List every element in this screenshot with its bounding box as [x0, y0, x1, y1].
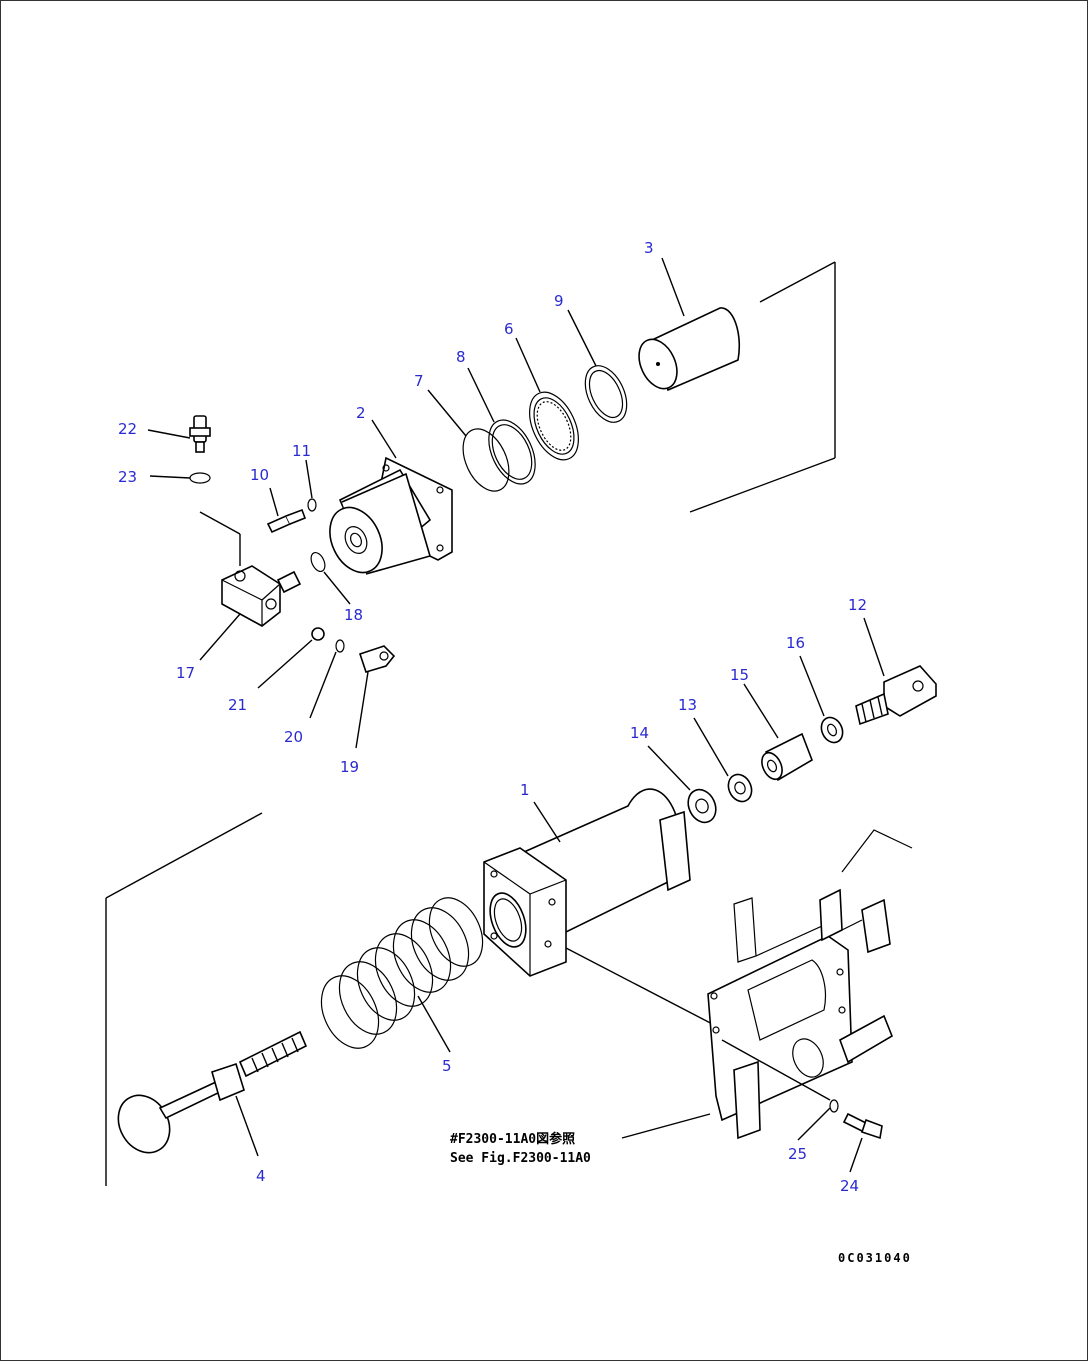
part-19-fitting — [358, 645, 396, 673]
callout-12: 12 — [848, 596, 867, 614]
part-23-o-ring — [189, 472, 211, 484]
part-10-bolt — [266, 508, 307, 534]
callout-7: 7 — [414, 372, 424, 390]
callout-4: 4 — [256, 1167, 266, 1185]
callout-22: 22 — [118, 420, 137, 438]
part-16-nut — [820, 716, 844, 744]
part-8-ring — [488, 419, 536, 485]
part-24-bolt — [842, 1112, 883, 1140]
leader-lines — [147, 257, 885, 1173]
callout-8: 8 — [456, 348, 466, 366]
callout-17: 17 — [176, 664, 195, 682]
bracket-assembly — [707, 829, 913, 1140]
part-5-spring — [320, 897, 484, 1049]
part-3-cylinder — [638, 307, 741, 392]
callout-2: 2 — [356, 404, 366, 422]
callout-25: 25 — [788, 1145, 807, 1163]
drawing-code: 0C031040 — [838, 1251, 912, 1265]
callout-13: 13 — [678, 696, 697, 714]
part-15-sleeve — [761, 732, 813, 782]
part-17-valve-block — [199, 511, 302, 627]
callout-9: 9 — [554, 292, 564, 310]
callout-19: 19 — [340, 758, 359, 776]
part-4-rod — [117, 1030, 308, 1154]
callout-18: 18 — [344, 606, 363, 624]
callout-24: 24 — [840, 1177, 859, 1195]
lower-reference-lines — [105, 812, 263, 1186]
part-12-clevis — [855, 665, 937, 726]
callout-11: 11 — [292, 442, 311, 460]
callout-23: 23 — [118, 468, 137, 486]
part-11-washer — [307, 498, 317, 512]
part-7-ring — [462, 428, 510, 492]
part-6-ring — [529, 391, 579, 461]
callout-labels: 3 9 6 8 7 2 22 23 11 10 18 17 21 20 19 1… — [118, 239, 867, 1195]
part-13-nut — [727, 773, 753, 803]
reference-note-japanese: #F2300-11A0図参照 — [450, 1131, 575, 1147]
reference-note: #F2300-11A0図参照 See Fig.F2300-11A0 — [450, 1131, 591, 1166]
reference-note-english: See Fig.F2300-11A0 — [450, 1151, 591, 1166]
callout-3: 3 — [644, 239, 654, 257]
part-14-nut — [687, 788, 717, 824]
callout-6: 6 — [504, 320, 514, 338]
part-22-fitting — [189, 415, 211, 453]
callout-10: 10 — [250, 466, 269, 484]
callout-21: 21 — [228, 696, 247, 714]
part-25-washer — [829, 1099, 839, 1113]
callout-20: 20 — [284, 728, 303, 746]
part-9-snap-ring — [584, 365, 628, 423]
callout-5: 5 — [442, 1057, 452, 1075]
part-1-cylinder-body — [483, 788, 721, 1029]
part-18-o-ring — [310, 551, 326, 573]
callout-16: 16 — [786, 634, 805, 652]
callout-15: 15 — [730, 666, 749, 684]
callout-14: 14 — [630, 724, 649, 742]
part-20-o-ring — [335, 639, 345, 653]
part-2-housing — [329, 456, 453, 575]
callout-1: 1 — [520, 781, 530, 799]
part-21-plug — [311, 627, 325, 641]
upper-reference-lines — [689, 261, 836, 513]
